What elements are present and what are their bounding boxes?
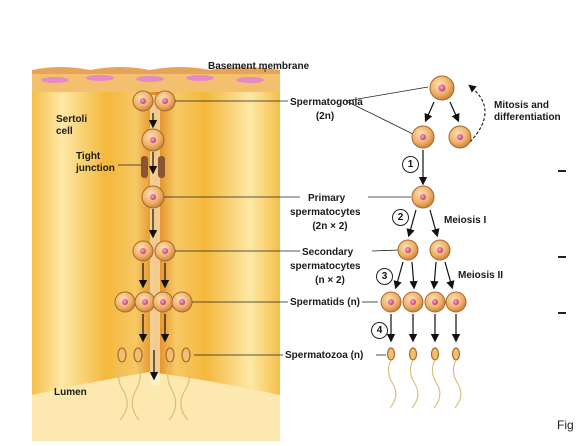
central-channel: [150, 95, 160, 385]
membrane-cell: [236, 77, 264, 83]
mitosis-label-line2: differentiation: [494, 112, 561, 123]
lumen-region: [32, 372, 280, 441]
lumen-label: Lumen: [54, 387, 87, 398]
sertoli-cell-label-line2: cell: [56, 126, 73, 137]
schematic-spermatids: [380, 291, 467, 313]
tight-junction-label-line1: Tight: [76, 151, 101, 162]
leader-lines: [118, 68, 429, 356]
spermatids-label: Spermatids (n): [290, 297, 361, 308]
step-3-marker: 3: [376, 268, 393, 285]
margin-dash: [558, 256, 566, 258]
membrane-cell: [136, 76, 164, 82]
secondary-spermatocytes-label-line2: spermatocytes: [290, 261, 361, 272]
primary-spermatocyte-cell: [141, 185, 165, 209]
step-2-marker: 2: [392, 209, 409, 226]
spermatozoa-label: Spermatozoa (n): [285, 350, 364, 361]
mitosis-label-line1: Mitosis and: [494, 100, 550, 111]
primary-spermatocytes-label-line2: spermatocytes: [290, 207, 361, 218]
sertoli-cell-label-line1: Sertoli: [56, 114, 88, 125]
spermatid-cells: [114, 291, 193, 313]
secondary-spermatocytes-label-line1: Secondary: [302, 247, 354, 258]
schematic-secondary-spermatocytes: [397, 239, 451, 261]
margin-dash: [558, 312, 566, 314]
schematic-spermatozoa: [386, 347, 462, 409]
membrane-cell: [186, 75, 214, 81]
tight-junction-shape: [141, 156, 165, 178]
membrane-cell: [86, 75, 114, 81]
basement-membrane-label: Basement membrane: [208, 61, 310, 72]
spermatogonia-label: Spermatogonia: [290, 97, 363, 108]
migrating-cell: [141, 128, 165, 152]
figure-caption: Fig: [557, 418, 574, 432]
step-4-marker: 4: [371, 322, 388, 339]
secondary-spermatocyte-cells: [132, 240, 176, 262]
primary-spermatocytes-ploidy: (2n × 2): [312, 221, 348, 232]
step-1-marker: 1: [402, 156, 419, 173]
primary-spermatocytes-label-line1: Primary: [308, 193, 346, 204]
margin-dash: [558, 170, 566, 172]
tight-junction-label-line2: junction: [76, 163, 115, 174]
secondary-spermatocytes-ploidy: (n × 2): [315, 275, 345, 286]
meiosis-1-label: Meiosis I: [444, 215, 487, 226]
spermatogonia-cells: [132, 90, 176, 112]
schematic-spermatogonium-top: [429, 75, 455, 101]
basement-membrane-edge: [32, 67, 280, 74]
meiosis-2-label: Meiosis II: [458, 270, 504, 281]
spermatogonia-ploidy: (2n): [315, 111, 335, 122]
schematic-primary-spermatocyte: [411, 185, 435, 209]
membrane-cell: [41, 77, 69, 83]
spermatozoa-in-tissue: [117, 347, 191, 421]
schematic-spermatogonia-pair: [411, 125, 472, 149]
